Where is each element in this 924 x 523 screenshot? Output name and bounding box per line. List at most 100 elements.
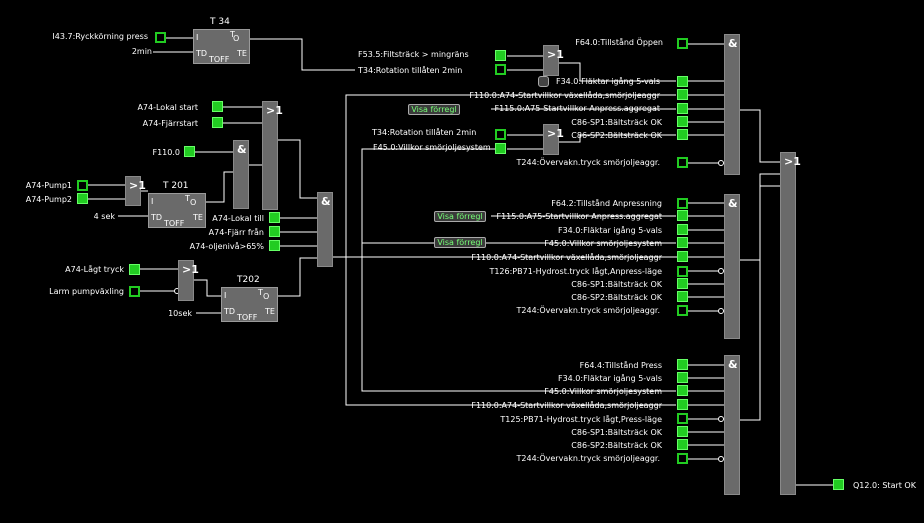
indicator-t34-rot-b xyxy=(495,129,506,140)
or-gate-larm: >1 xyxy=(178,260,199,301)
indicator-f110-b xyxy=(677,251,688,262)
timer-title: T 201 xyxy=(163,181,189,191)
timer-t34: I T O TD TE TOFF xyxy=(193,29,250,64)
indicator-f53-5 xyxy=(495,50,506,61)
signal-label: T34:Rotation tillåten 2min xyxy=(372,128,477,137)
and-gate-press: & xyxy=(724,355,740,495)
indicator-pump1 xyxy=(77,180,88,191)
signal-label: F110.0:A74-Startvillkor växellåda,smörjo… xyxy=(471,401,662,410)
indicator-f45-a xyxy=(495,143,506,154)
indicator-f64-0 xyxy=(677,38,688,49)
indicator-f110 xyxy=(184,146,195,157)
input-label: I43.7:Ryckkörning press xyxy=(52,32,148,41)
and-gate-anpress: & xyxy=(724,194,740,339)
signal-label: F34.0:Fläktar igång 5-vals xyxy=(557,226,662,235)
indicator-f45-c xyxy=(677,385,688,396)
indicator-a74-lokal xyxy=(212,101,223,112)
input-label: A74-Lågt tryck xyxy=(65,265,124,274)
indicator-t126 xyxy=(677,266,688,277)
timer-time-label: 2min xyxy=(131,47,152,56)
indicator-c86-sp1-a xyxy=(677,116,688,127)
signal-label: T125:PB71-Hydrost.tryck lågt,Press-läge xyxy=(500,415,662,424)
indicator-oljeniva xyxy=(269,240,280,251)
indicator-lokal-till xyxy=(269,212,280,223)
indicator-f45-b xyxy=(677,237,688,248)
timer-title: T202 xyxy=(237,275,260,285)
signal-label: F45.0:Villkor smörjoljesystem xyxy=(373,143,491,152)
indicator-a74-fjarr xyxy=(212,117,223,128)
indicator-f115-b xyxy=(677,210,688,221)
signal-label: C86-SP1:Bältsträck OK xyxy=(571,428,662,437)
indicator-f64-2 xyxy=(677,198,688,209)
signal-label: T126:PB71-Hydrost.tryck lågt,Anpress-läg… xyxy=(489,267,662,276)
input-label: A74-Pump2 xyxy=(25,195,72,204)
indicator-f110-c xyxy=(677,399,688,410)
signal-label: F115.0:A75-Startvillkor Anpress.aggregat xyxy=(496,212,662,221)
visa-forregl-button[interactable]: Visa förregl xyxy=(408,104,460,115)
input-label: A74-Pump1 xyxy=(25,181,72,190)
indicator-q12-0 xyxy=(833,479,844,490)
visa-forregl-button[interactable]: Visa förregl xyxy=(434,237,486,248)
timer-time-label: 10sek xyxy=(168,309,192,318)
indicator-f115-a xyxy=(677,103,688,114)
signal-label: T244:Övervakn.tryck smörjoljeaggr. xyxy=(516,306,661,315)
signal-label: F34.0:Fläktar igång 5-vals xyxy=(555,77,660,86)
input-label: A74-Lokal start xyxy=(137,103,198,112)
signal-label: F110.0:A74-Startvillkor växellåda,smörjo… xyxy=(469,91,660,100)
indicator-f34-b xyxy=(677,224,688,235)
indicator-f34-a xyxy=(677,76,688,87)
checkbox-icon[interactable] xyxy=(538,76,549,87)
indicator-f34-c xyxy=(677,372,688,383)
input-label: A74-Fjärrstart xyxy=(142,119,198,128)
signal-label: F34.0:Fläktar igång 5-vals xyxy=(557,374,662,383)
signal-label: F115.0:A75-Startvillkor Anpress.aggregat xyxy=(494,104,660,113)
signal-label: F64.4:Tillstånd Press xyxy=(579,361,662,370)
signal-label: C86-SP2:Bältsträck OK xyxy=(571,293,662,302)
indicator-t34-rot xyxy=(495,64,506,75)
indicator-t244-a xyxy=(677,157,688,168)
or-gate-rot: >1 xyxy=(543,124,564,155)
input-label: A74-Lokal till xyxy=(212,214,264,223)
signal-label: T244:Övervakn.tryck smörjoljeaggr. xyxy=(516,454,661,463)
indicator-t244-c xyxy=(677,453,688,464)
visa-forregl-button[interactable]: Visa förregl xyxy=(434,211,486,222)
and-gate-oppen: & xyxy=(724,34,740,175)
timer-t201: I T O TD TE TOFF xyxy=(148,193,206,228)
indicator-larm-pump xyxy=(129,286,140,297)
or-gate-start-ok: >1 xyxy=(780,152,801,495)
input-label: Larm pumpväxling xyxy=(49,287,124,296)
output-label: Q12.0: Start OK xyxy=(853,481,916,490)
timer-time-label: 4 sek xyxy=(93,212,115,221)
indicator-pump2 xyxy=(77,193,88,204)
input-label: A74-Fjärr från xyxy=(208,228,264,237)
indicator-f110-a xyxy=(677,89,688,100)
signal-label: F45.0:Villkor smörjoljesystem xyxy=(544,387,662,396)
indicator-i43-7 xyxy=(155,32,166,43)
signal-label: F64.2:Tillstånd Anpressning xyxy=(551,199,662,208)
indicator-lagt-tryck xyxy=(129,264,140,275)
timer-t202: I T O TD TE TOFF xyxy=(221,287,278,322)
or-gate-pumps: >1 xyxy=(125,176,146,206)
or-gate-filt: >1 xyxy=(543,45,564,76)
and-gate-main: & xyxy=(317,192,333,267)
signal-label: T34:Rotation tillåten 2min xyxy=(358,66,463,75)
signal-label: F53.5:Filtsträck > mingräns xyxy=(358,50,469,59)
signal-label: F64.0:Tillstånd Öppen xyxy=(575,38,663,47)
timer-title: T 34 xyxy=(210,17,230,27)
input-label: F110.0 xyxy=(152,148,180,157)
signal-label: C86-SP2:Bältsträck OK xyxy=(571,441,662,450)
indicator-fjarr-fran xyxy=(269,226,280,237)
signal-label: C86-SP1:Bältsträck OK xyxy=(571,118,662,127)
indicator-t125 xyxy=(677,413,688,424)
indicator-c86-sp1-c xyxy=(677,426,688,437)
indicator-f64-4 xyxy=(677,359,688,370)
indicator-c86-sp2-b xyxy=(677,291,688,302)
signal-label: C86-SP1:Bältsträck OK xyxy=(571,280,662,289)
indicator-c86-sp1-b xyxy=(677,278,688,289)
signal-label: F45.0:Villkor smörjoljesystem xyxy=(544,239,662,248)
signal-label: T244:Övervakn.tryck smörjoljeaggr. xyxy=(516,158,661,167)
and-gate-pump: & xyxy=(233,140,249,209)
indicator-c86-sp2-a xyxy=(677,129,688,140)
